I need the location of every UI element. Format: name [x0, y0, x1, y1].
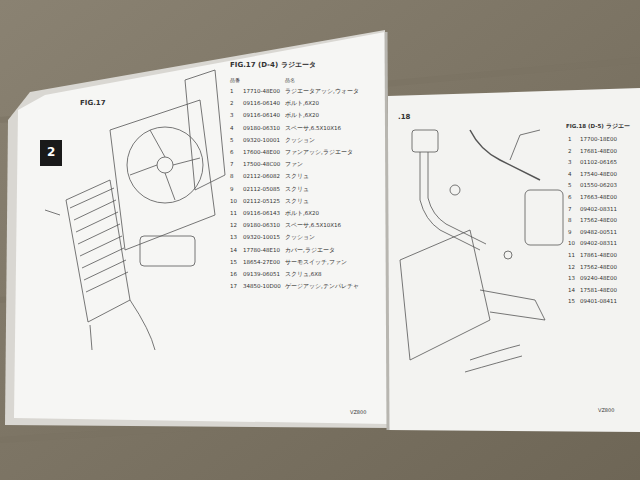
- callout-number: 1: [230, 89, 234, 95]
- part-number: 01550-06203: [580, 183, 617, 189]
- callout-number: 10: [568, 241, 575, 247]
- callout-number: 13: [230, 235, 237, 241]
- callout-number: 9: [568, 230, 572, 236]
- part-name: ファン: [285, 162, 303, 168]
- part-number: 09320-10001: [243, 138, 280, 144]
- table-header: 品名: [285, 78, 295, 83]
- callout-number: 11: [230, 211, 237, 217]
- part-number: 09482-00511: [580, 230, 617, 236]
- part-number: 09180-06310: [243, 223, 280, 229]
- part-name: カバー,ラジエータ: [285, 248, 335, 254]
- part-number: 17500-48C00: [243, 162, 280, 168]
- part-number: 17710-48E00: [243, 89, 280, 95]
- callout-number: 15: [568, 299, 575, 305]
- part-name: クッション: [285, 138, 315, 144]
- part-number: 17581-48E00: [580, 288, 617, 294]
- part-name: ファンアッシ,ラジエータ: [285, 150, 353, 156]
- part-number: 34850-10D00: [243, 284, 281, 290]
- part-name: ボルト,6X20: [285, 211, 319, 217]
- callout-number: 3: [230, 113, 234, 119]
- part-name: ゲージアッシ,テンパレチャ: [285, 284, 359, 290]
- footer-model: VZ800: [598, 408, 614, 413]
- callout-number: 6: [568, 195, 572, 201]
- part-number: 18654-27E00: [243, 260, 280, 266]
- part-number: 02112-05125: [243, 199, 280, 205]
- part-number: 09402-08311: [580, 207, 617, 213]
- callout-number: 9: [230, 187, 234, 193]
- callout-number: 7: [230, 162, 234, 168]
- part-number: 09180-06310: [243, 126, 280, 132]
- part-number: 17663-48E00: [580, 195, 617, 201]
- callout-number: 15: [230, 260, 237, 266]
- callout-number: 3: [568, 160, 572, 166]
- part-number: 17600-48E00: [243, 150, 280, 156]
- part-number: 17861-48E00: [580, 253, 617, 259]
- callout-number: 14: [230, 248, 237, 254]
- part-number: 09116-06143: [243, 211, 280, 217]
- part-number: 17562-48E00: [580, 218, 617, 224]
- figure-title: FIG.18 (D-5) ラジエー: [566, 124, 630, 130]
- part-name: ボルト,6X20: [285, 101, 319, 107]
- part-name: スペーサ,6.5X10X16: [285, 223, 341, 229]
- callout-number: 1: [568, 137, 572, 143]
- callout-number: 7: [568, 207, 572, 213]
- part-number: 09139-06051: [243, 272, 280, 278]
- callout-number: 17: [230, 284, 237, 290]
- callout-number: 6: [230, 150, 234, 156]
- callout-number: 4: [568, 172, 572, 178]
- part-name: スクリュ: [285, 174, 309, 180]
- part-number: 09240-48E00: [580, 276, 617, 282]
- part-name: サーモスイッチ,ファン: [285, 260, 347, 266]
- part-number: 09401-08411: [580, 299, 617, 305]
- callout-number: 14: [568, 288, 575, 294]
- footer-model: VZ800: [350, 410, 366, 415]
- part-number: 17780-48E10: [243, 248, 280, 254]
- callout-number: 2: [230, 101, 234, 107]
- table-header: 品番: [230, 78, 240, 83]
- part-number: 17681-48E00: [580, 149, 617, 155]
- part-name: スクリュ: [285, 199, 309, 205]
- part-number: 09402-08311: [580, 241, 617, 247]
- part-number: 17562-48E00: [580, 265, 617, 271]
- part-number: 01102-06165: [580, 160, 617, 166]
- callout-number: 4: [230, 126, 234, 132]
- part-name: スクリュ,6X8: [285, 272, 322, 278]
- part-number: 02112-05085: [243, 187, 280, 193]
- part-name: クッション: [285, 235, 315, 241]
- callout-number: 16: [230, 272, 237, 278]
- callout-number: 8: [568, 218, 572, 224]
- part-number: 09320-10015: [243, 235, 280, 241]
- callout-number: 12: [230, 223, 237, 229]
- callout-number: 11: [568, 253, 575, 259]
- callout-number: 10: [230, 199, 237, 205]
- part-number: 17700-18E00: [580, 137, 617, 143]
- part-number: 09116-06140: [243, 101, 280, 107]
- figure-title: FIG.17 (D-4) ラジエータ: [230, 62, 316, 69]
- part-number: 17540-48E00: [580, 172, 617, 178]
- callout-number: 13: [568, 276, 575, 282]
- part-name: スペーサ,6.5X10X16: [285, 126, 341, 132]
- part-name: ラジエータアッシ,ウォータ: [285, 89, 359, 95]
- callout-number: 12: [568, 265, 575, 271]
- callout-number: 5: [568, 183, 572, 189]
- figure-label: .18: [398, 114, 410, 121]
- figure-label: FIG.17: [80, 100, 106, 107]
- section-tab: 2: [47, 146, 55, 158]
- callout-number: 8: [230, 174, 234, 180]
- callout-number: 5: [230, 138, 234, 144]
- part-name: ボルト,6X20: [285, 113, 319, 119]
- part-name: スクリュ: [285, 187, 309, 193]
- callout-number: 2: [568, 149, 572, 155]
- part-number: 02112-06082: [243, 174, 280, 180]
- part-number: 09116-06140: [243, 113, 280, 119]
